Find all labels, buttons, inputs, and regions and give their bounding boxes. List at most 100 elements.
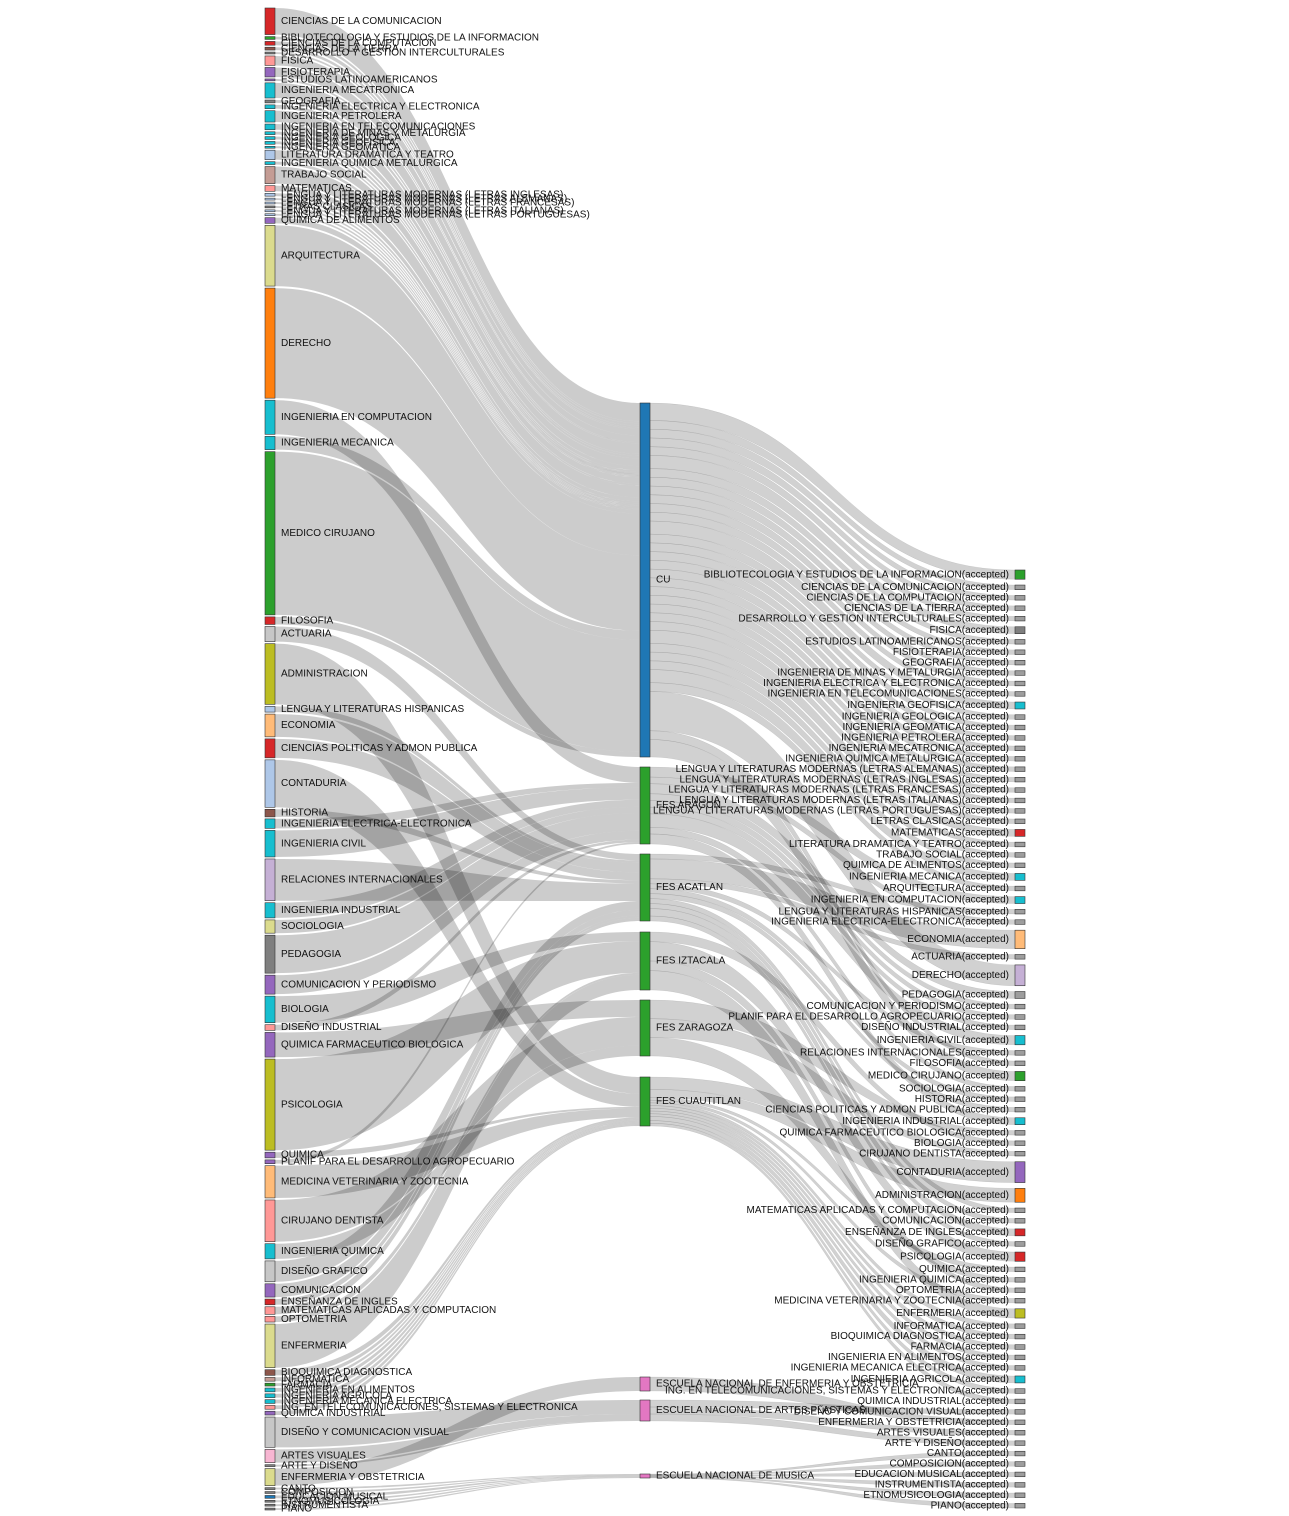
- node-piano[interactable]: PIANO: [264, 1504, 312, 1515]
- node-ingenieria-en-alimentos[interactable]: INGENIERIA EN ALIMENTOS: [264, 1385, 415, 1396]
- node-ingenieria-mecatronica-accepted[interactable]: INGENIERIA MECATRONICA(accepted): [829, 743, 1026, 754]
- node-fes-zaragoza[interactable]: FES ZARAGOZA: [639, 999, 734, 1057]
- node-ingenieria-mecanica-accepted[interactable]: INGENIERIA MECANICA(accepted): [849, 872, 1026, 883]
- node-lengua-y-literaturas-modernas-letras-italianas[interactable]: LENGUA Y LITERATURAS MODERNAS (LETRAS IT…: [264, 205, 564, 216]
- node-trabajo-social[interactable]: TRABAJO SOCIAL: [264, 166, 367, 184]
- node-ingenieria-geologica-accepted[interactable]: INGENIERIA GEOLOGICA(accepted): [842, 712, 1026, 723]
- node-diseno-industrial-accepted[interactable]: DISEÑO INDUSTRIAL(accepted): [861, 1020, 1026, 1033]
- node-fes-cuautitlan[interactable]: FES CUAUTITLAN: [639, 1076, 741, 1127]
- node-historia[interactable]: HISTORIA: [264, 808, 328, 819]
- node-ciencias-de-la-comunicacion-accepted[interactable]: CIENCIAS DE LA COMUNICACION(accepted): [801, 582, 1026, 593]
- node-medico-cirujano[interactable]: MEDICO CIRUJANO: [264, 451, 375, 616]
- node-canto[interactable]: CANTO: [264, 1483, 316, 1494]
- node-ingenieria-quimica-metalurgica[interactable]: INGENIERIA QUIMICA METALURGICA: [264, 158, 458, 169]
- node-informatica[interactable]: INFORMATICA: [264, 1374, 349, 1385]
- node-ingenieria-civil-accepted[interactable]: INGENIERIA CIVIL(accepted): [877, 1035, 1026, 1046]
- node-ingenieria-agricola[interactable]: INGENIERIA AGRICOLA: [264, 1390, 392, 1401]
- node-ingenieria-geofisica-accepted[interactable]: INGENIERIA GEOFISICA(accepted): [847, 700, 1026, 711]
- node-quimica[interactable]: QUIMICA: [264, 1150, 324, 1161]
- node-cirujano-dentista-accepted[interactable]: CIRUJANO DENTISTA(accepted): [859, 1148, 1026, 1159]
- node-lengua-y-literaturas-hispanicas-accepted[interactable]: LENGUA Y LITERATURAS HISPANICAS(accepted…: [779, 906, 1026, 917]
- node-etnomusicologia-accepted[interactable]: ETNOMUSICOLOGIA(accepted): [863, 1490, 1026, 1501]
- node-ingenieria-geomatica[interactable]: INGENIERIA GEOMATICA: [264, 142, 401, 153]
- node-ingenieria-en-alimentos-accepted[interactable]: INGENIERIA EN ALIMENTOS(accepted): [828, 1352, 1026, 1363]
- node-diseno-y-comunicacion-visual[interactable]: DISEÑO Y COMUNICACION VISUAL: [264, 1416, 449, 1448]
- node-arquitectura-accepted[interactable]: ARQUITECTURA(accepted): [883, 883, 1026, 894]
- node-farmacia-accepted[interactable]: FARMACIA(accepted): [911, 1342, 1026, 1353]
- node-pedagogia-accepted[interactable]: PEDAGOGIA(accepted): [902, 990, 1026, 1001]
- node-desarrollo-y-gestion-interculturales[interactable]: DESARROLLO Y GESTION INTERCULTURALES: [264, 48, 505, 59]
- node-ingenieria-petrolera[interactable]: INGENIERIA PETROLERA: [264, 110, 402, 123]
- node-ingenieria-mecatronica[interactable]: INGENIERIA MECATRONICA: [264, 82, 414, 99]
- node-ingenieria-quimica-accepted[interactable]: INGENIERIA QUIMICA(accepted): [859, 1274, 1026, 1285]
- node-diseno-y-comunicacion-visual-accepted[interactable]: DISEÑO Y COMUNICACION VISUAL(accepted): [794, 1405, 1026, 1418]
- node-fisioterapia-accepted[interactable]: FISIOTERAPIA(accepted): [893, 647, 1026, 658]
- node-optometria[interactable]: OPTOMETRIA: [264, 1314, 347, 1325]
- node-etnomusicologia[interactable]: ETNOMUSICOLOGIA: [264, 1496, 380, 1507]
- node-arte-y-diseno-accepted[interactable]: ARTE Y DISEÑO(accepted): [885, 1436, 1026, 1449]
- node-fes-iztacala[interactable]: FES IZTACALA: [639, 931, 726, 991]
- node-ciencias-politicas-y-admon-publica[interactable]: CIENCIAS POLITICAS Y ADMON PUBLICA: [264, 738, 478, 759]
- node-medico-cirujano-accepted[interactable]: MEDICO CIRUJANO(accepted): [868, 1071, 1026, 1082]
- node-artes-visuales[interactable]: ARTES VISUALES: [264, 1449, 366, 1463]
- node-matematicas-accepted[interactable]: MATEMATICAS(accepted): [891, 828, 1026, 839]
- node-lengua-y-literaturas-modernas-letras-alemanas[interactable]: LENGUA Y LITERATURAS MODERNAS (LETRAS AL…: [264, 194, 567, 205]
- node-bioquimica-diagnostica[interactable]: BIOQUIMICA DIAGNOSTICA: [264, 1367, 412, 1378]
- node-composicion-accepted[interactable]: COMPOSICION(accepted): [890, 1459, 1026, 1470]
- node-lengua-y-literaturas-modernas-letras-portuguesas[interactable]: LENGUA Y LITERATURAS MODERNAS (LETRAS PO…: [264, 209, 590, 220]
- node-derecho[interactable]: DERECHO: [264, 287, 331, 399]
- node-ingenieria-en-telecomunicaciones[interactable]: INGENIERIA EN TELECOMUNICACIONES: [264, 122, 476, 133]
- node-biologia[interactable]: BIOLOGIA: [264, 995, 329, 1024]
- node-arte-y-diseno[interactable]: ARTE Y DISEÑO: [264, 1458, 358, 1471]
- node-quimica-de-alimentos[interactable]: QUIMICA DE ALIMENTOS: [264, 215, 400, 226]
- node-arquitectura[interactable]: ARQUITECTURA: [264, 225, 360, 287]
- node-escuela-nacional-de-musica[interactable]: ESCUELA NACIONAL DE MUSICA: [639, 1471, 814, 1482]
- node-quimica-industrial[interactable]: QUIMICA INDUSTRIAL: [264, 1408, 386, 1419]
- node-ingenieria-civil[interactable]: INGENIERIA CIVIL: [264, 830, 366, 858]
- node-ciencias-de-la-computacion-accepted[interactable]: CIENCIAS DE LA COMPUTACION(accepted): [806, 592, 1026, 603]
- node-ing-en-telecomunicaciones-sistemas-y-electronica[interactable]: ING. EN TELECOMUNICACIONES, SISTEMAS Y E…: [264, 1402, 578, 1413]
- node-ciencias-de-la-computacion[interactable]: CIENCIAS DE LA COMPUTACION: [264, 38, 436, 49]
- node-lengua-y-literaturas-modernas-letras-francesas-accepted[interactable]: LENGUA Y LITERATURAS MODERNAS (LETRAS FR…: [668, 785, 1026, 796]
- node-ciencias-de-la-comunicacion[interactable]: CIENCIAS DE LA COMUNICACION: [264, 7, 442, 35]
- node-educacion-musical[interactable]: EDUCACION MUSICAL: [264, 1492, 389, 1503]
- node-ingenieria-geofisica[interactable]: INGENIERIA GEOFISICA: [264, 138, 396, 149]
- node-enfermeria-y-obstetricia-accepted[interactable]: ENFERMERIA Y OBSTETRICIA(accepted): [818, 1417, 1026, 1428]
- node-lengua-y-literaturas-modernas-letras-inglesas[interactable]: LENGUA Y LITERATURAS MODERNAS (LETRAS IN…: [264, 189, 563, 200]
- node-geografia-accepted[interactable]: GEOGRAFIA(accepted): [902, 657, 1026, 668]
- node-relaciones-internacionales[interactable]: RELACIONES INTERNACIONALES: [264, 858, 443, 902]
- node-enfermeria[interactable]: ENFERMERIA: [264, 1323, 347, 1369]
- node-administracion[interactable]: ADMINISTRACION: [264, 643, 368, 705]
- node-historia-accepted[interactable]: HISTORIA(accepted): [915, 1094, 1026, 1105]
- node-ensenanza-de-ingles-accepted[interactable]: ENSEÑANZA DE INGLES(accepted): [845, 1225, 1026, 1238]
- node-comunicacion-y-periodismo-accepted[interactable]: COMUNICACION Y PERIODISMO(accepted): [807, 1001, 1026, 1012]
- node-estudios-latinoamericanos[interactable]: ESTUDIOS LATINOAMERICANOS: [264, 75, 438, 86]
- node-matematicas-aplicadas-y-computacion[interactable]: MATEMATICAS APLICADAS Y COMPUTACION: [264, 1305, 496, 1316]
- node-educacion-musical-accepted[interactable]: EDUCACION MUSICAL(accepted): [855, 1469, 1026, 1480]
- node-planif-para-el-desarrollo-agropecuario[interactable]: PLANIF PARA EL DESARROLLO AGROPECUARIO: [264, 1156, 515, 1167]
- node-ingenieria-petrolera-accepted[interactable]: INGENIERIA PETROLERA(accepted): [841, 733, 1026, 744]
- node-ingenieria-mecanica-electrica[interactable]: INGENIERIA MECANICA ELECTRICA: [264, 1396, 452, 1407]
- node-desarrollo-y-gestion-interculturales-accepted[interactable]: DESARROLLO Y GESTION INTERCULTURALES(acc…: [738, 613, 1026, 624]
- node-diseno-grafico[interactable]: DISEÑO GRAFICO: [264, 1260, 368, 1283]
- node-cu[interactable]: CU: [639, 402, 670, 758]
- node-sociologia-accepted[interactable]: SOCIOLOGIA(accepted): [899, 1083, 1026, 1094]
- node-planif-para-el-desarrollo-agropecuario-accepted[interactable]: PLANIF PARA EL DESARROLLO AGROPECUARIO(a…: [728, 1012, 1026, 1023]
- node-comunicacion-accepted[interactable]: COMUNICACION(accepted): [882, 1215, 1026, 1226]
- node-ingenieria-de-minas-y-metalurgia[interactable]: INGENIERIA DE MINAS Y METALURGIA: [264, 128, 466, 139]
- node-ciencias-de-la-tierra[interactable]: CIENCIAS DE LA TIERRA: [264, 43, 399, 54]
- node-actuaria-accepted[interactable]: ACTUARIA(accepted): [911, 951, 1026, 962]
- node-cirujano-dentista[interactable]: CIRUJANO DENTISTA: [264, 1199, 384, 1243]
- node-ingenieria-en-telecomunicaciones-accepted[interactable]: INGENIERIA EN TELECOMUNICACIONES(accepte…: [767, 689, 1026, 700]
- node-filosofia[interactable]: FILOSOFIA: [264, 615, 334, 626]
- node-fisica-accepted[interactable]: FISICA(accepted): [930, 625, 1026, 636]
- node-filosofia-accepted[interactable]: FILOSOFIA(accepted): [910, 1058, 1026, 1069]
- node-quimica-farmaceutico-biologica-accepted[interactable]: QUIMICA FARMACEUTICO BIOLOGICA(accepted): [780, 1127, 1026, 1138]
- node-ciencias-de-la-tierra-accepted[interactable]: CIENCIAS DE LA TIERRA(accepted): [844, 603, 1026, 614]
- node-lengua-y-literaturas-modernas-letras-portuguesas-accepted[interactable]: LENGUA Y LITERATURAS MODERNAS (LETRAS PO…: [653, 806, 1026, 817]
- node-bibliotecologia-y-estudios-de-la-informacion-accepted[interactable]: BIBLIOTECOLOGIA Y ESTUDIOS DE LA INFORMA…: [704, 569, 1026, 580]
- node-enfermeria-accepted[interactable]: ENFERMERIA(accepted): [896, 1308, 1026, 1319]
- node-pedagogia[interactable]: PEDAGOGIA: [264, 934, 341, 974]
- node-biologia-accepted[interactable]: BIOLOGIA(accepted): [914, 1138, 1026, 1149]
- node-fes-acatlan[interactable]: FES ACATLAN: [639, 853, 723, 922]
